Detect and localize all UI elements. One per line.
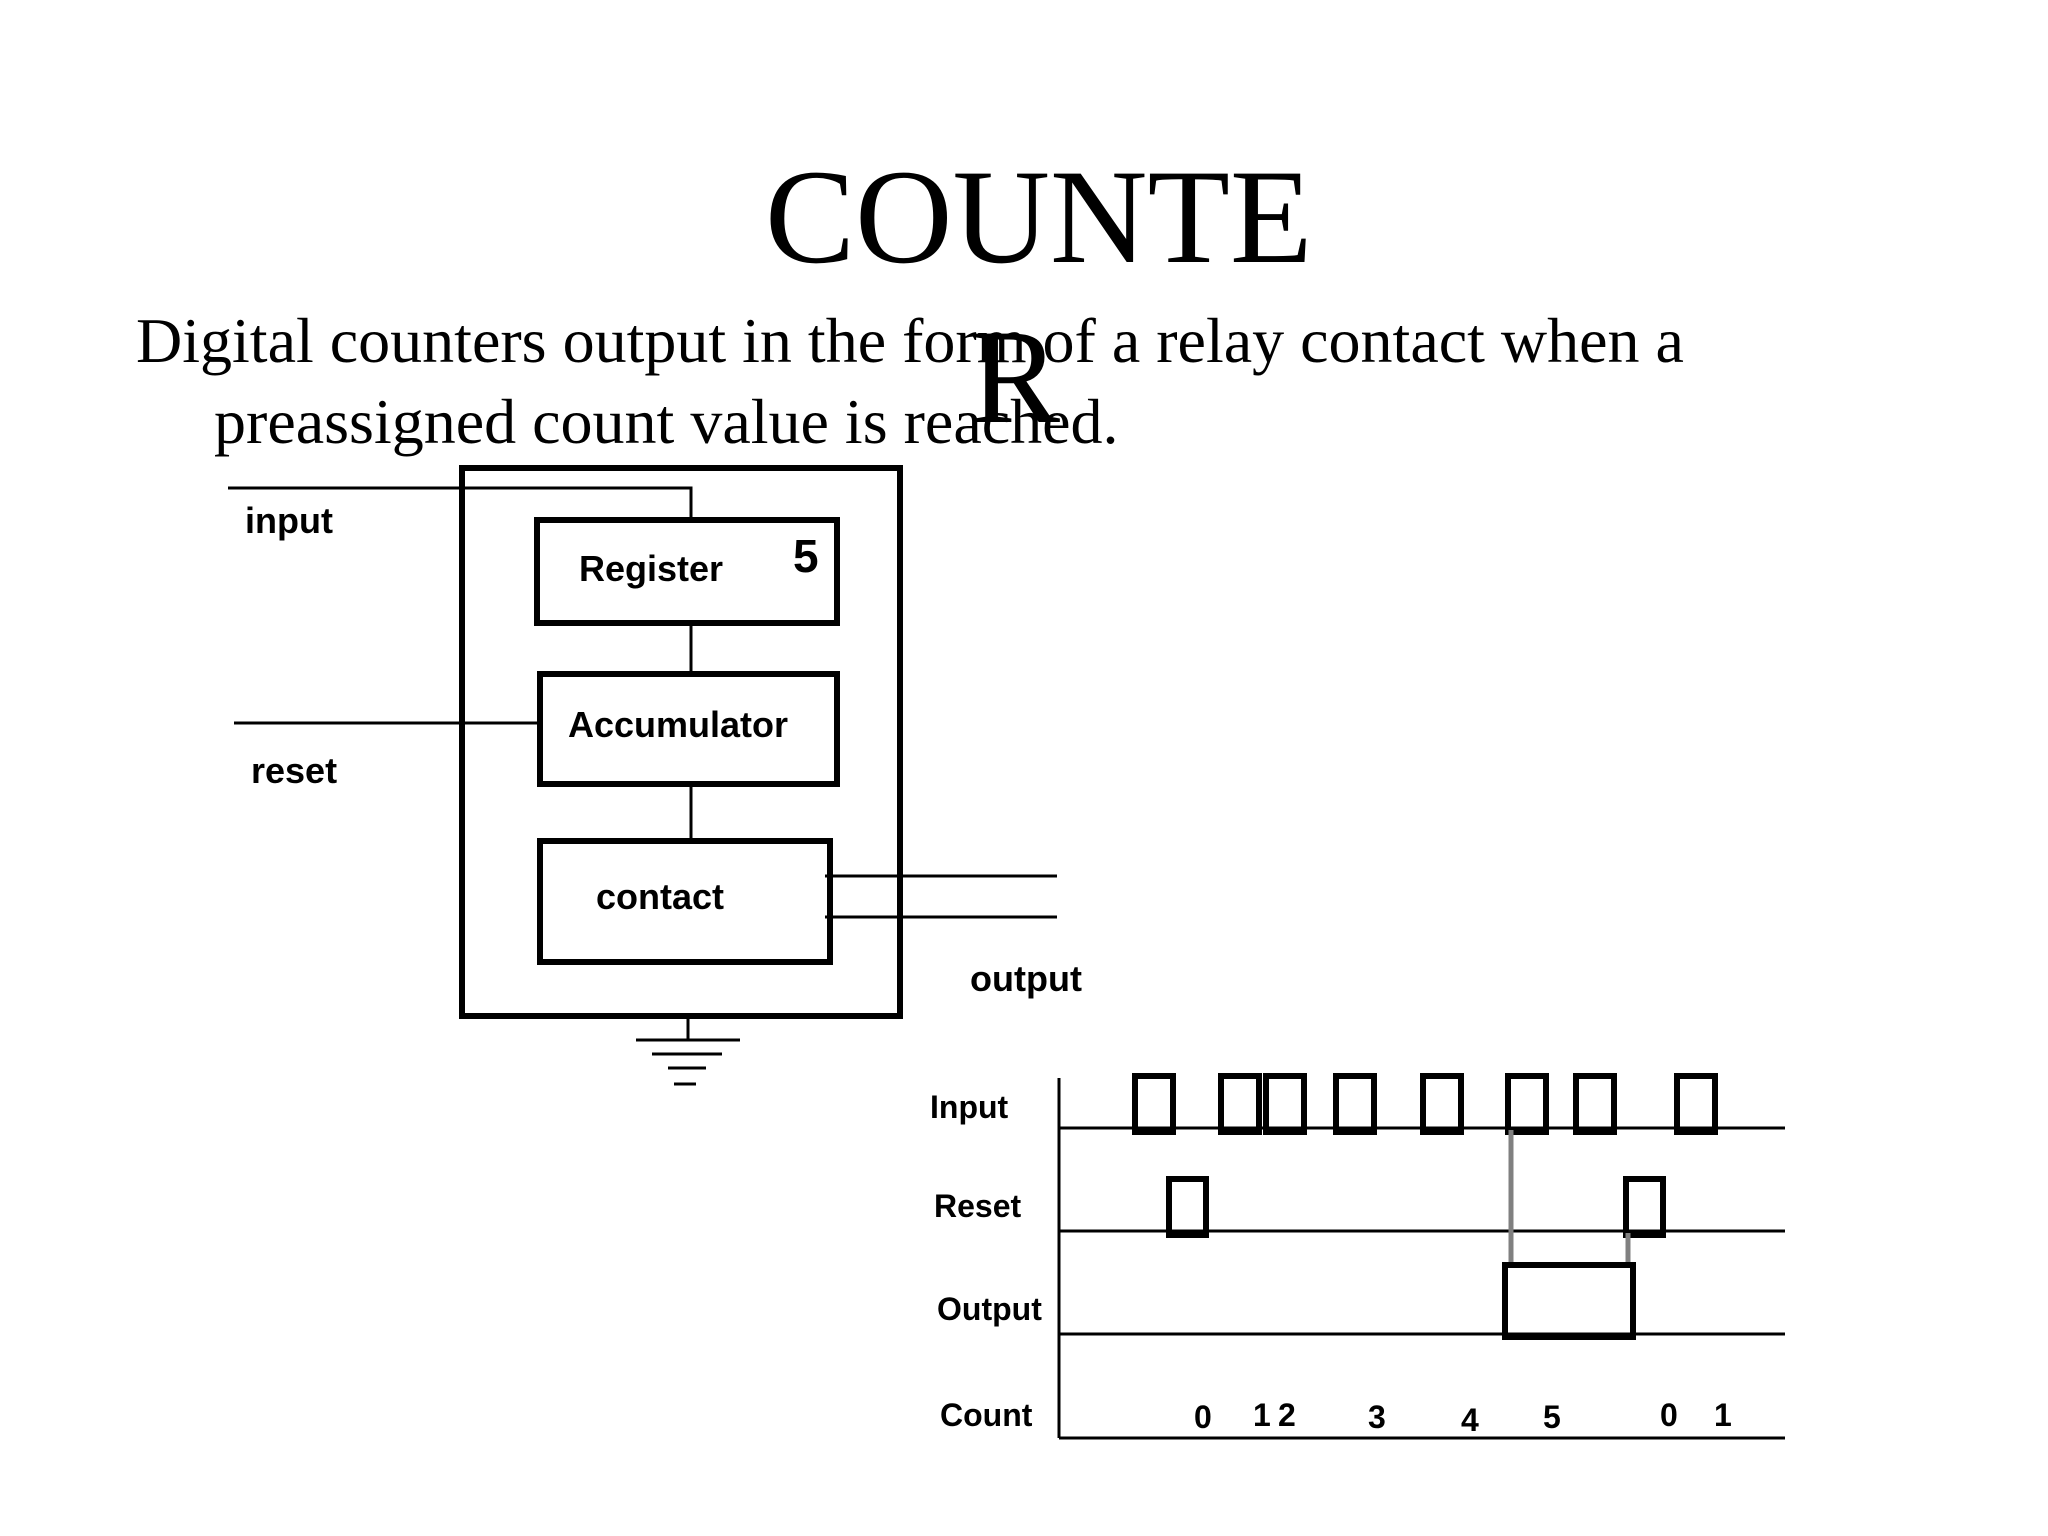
output-label: output bbox=[970, 958, 1082, 999]
input-row-label: Input bbox=[930, 1089, 1009, 1125]
count-value: 3 bbox=[1368, 1399, 1386, 1435]
input-label: input bbox=[245, 500, 333, 541]
input-pulse bbox=[1333, 1073, 1377, 1135]
input-pulse bbox=[1218, 1073, 1262, 1135]
counter-enclosure bbox=[459, 465, 903, 1019]
timing-diagram bbox=[1057, 1073, 1785, 1440]
output-pulse bbox=[1502, 1262, 1636, 1340]
body-text-line-2: preassigned count value is reached. bbox=[214, 386, 1119, 457]
input-pulse bbox=[1674, 1073, 1718, 1135]
reset-row-label: Reset bbox=[934, 1188, 1022, 1224]
slide-title-line-2: R bbox=[970, 303, 1061, 452]
output-row-label: Output bbox=[937, 1291, 1042, 1327]
input-pulses bbox=[1132, 1073, 1718, 1135]
input-pulse bbox=[1420, 1073, 1464, 1135]
block-diagram bbox=[228, 465, 1057, 1086]
count-value: 0 bbox=[1660, 1397, 1678, 1433]
register-label: Register bbox=[579, 548, 723, 589]
accumulator-box bbox=[537, 671, 840, 787]
ground-icon bbox=[636, 1016, 740, 1086]
reset-pulse bbox=[1166, 1176, 1209, 1238]
count-value: 5 bbox=[1543, 1399, 1561, 1435]
input-pulse bbox=[1505, 1073, 1549, 1135]
input-line bbox=[228, 486, 693, 520]
reset-pulses bbox=[1166, 1176, 1666, 1238]
reset-label: reset bbox=[251, 750, 337, 791]
count-value: 4 bbox=[1461, 1402, 1479, 1438]
count-value: 1 bbox=[1253, 1397, 1271, 1433]
input-pulse bbox=[1263, 1073, 1307, 1135]
count-value: 0 bbox=[1194, 1399, 1212, 1435]
contact-box bbox=[537, 838, 833, 965]
input-pulse bbox=[1132, 1073, 1176, 1135]
contact-label: contact bbox=[596, 876, 724, 917]
accumulator-label: Accumulator bbox=[568, 704, 788, 745]
slide-title-line-1: COUNTE bbox=[765, 143, 1313, 292]
count-row-label: Count bbox=[940, 1397, 1033, 1433]
input-pulse bbox=[1573, 1073, 1617, 1135]
body-text-line-1: Digital counters output in the form of a… bbox=[136, 305, 1684, 376]
reset-pulse bbox=[1623, 1176, 1666, 1238]
register-value: 5 bbox=[793, 530, 819, 582]
register-box bbox=[534, 517, 840, 626]
count-value: 1 bbox=[1714, 1397, 1732, 1433]
count-value: 2 bbox=[1278, 1397, 1296, 1433]
